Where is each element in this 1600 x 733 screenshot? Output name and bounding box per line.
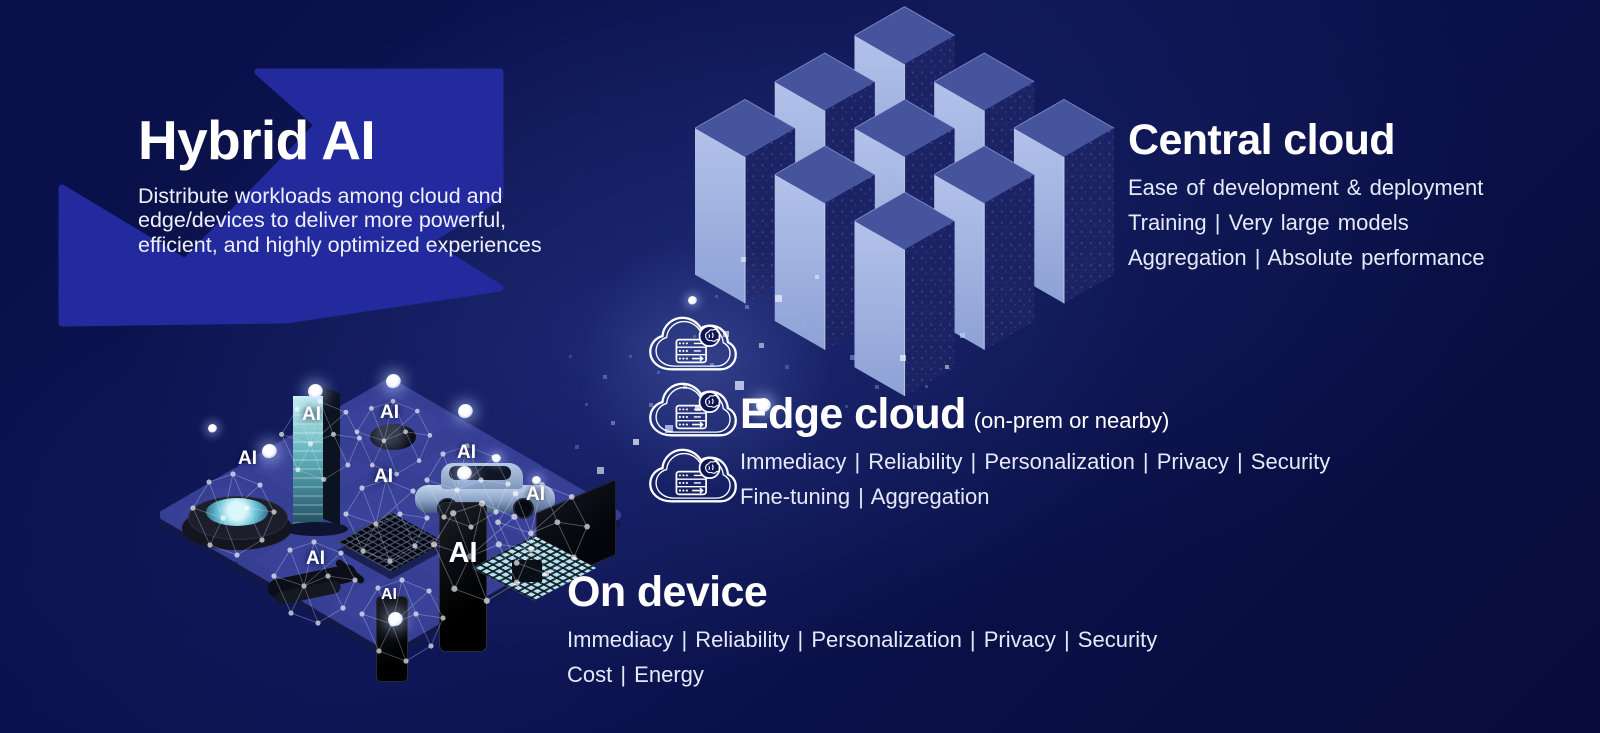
central-cloud-benefits: Ease of development & deployment Trainin… <box>1128 177 1485 269</box>
ai-label: AI <box>380 402 399 423</box>
ai-label: AI <box>238 448 257 469</box>
ai-label: AI <box>306 548 325 569</box>
vacuum-glow <box>206 498 268 526</box>
glow-orb <box>308 384 323 399</box>
device-earbuds <box>370 424 416 450</box>
tower-base <box>284 522 348 536</box>
glow-orb <box>386 374 401 389</box>
benefit-line: Cost | Energy <box>567 662 704 688</box>
edge-cloud-qualifier: (on-prem or nearby) <box>973 408 1170 433</box>
glow-orb <box>457 466 472 481</box>
laptop-trackpad <box>512 560 542 582</box>
edge-cloud-icon <box>645 312 741 376</box>
edge-cloud-icon <box>645 444 741 508</box>
on-device-title: On device <box>567 568 768 616</box>
edge-cloud-title-text: Edge cloud <box>740 390 966 438</box>
hybrid-description: Distribute workloads among cloud and edg… <box>138 183 542 257</box>
edge-cloud-icon <box>645 378 741 442</box>
central-cloud-section: Central cloud Ease of development & depl… <box>1128 116 1485 282</box>
edge-cloud-title: Edge cloud (on-prem or nearby) <box>740 390 1330 438</box>
on-device-section: On device Immediacy | Reliability | Pers… <box>567 568 1157 699</box>
page-title: Hybrid AI <box>138 109 376 171</box>
device-phone <box>376 596 408 682</box>
glow-orb <box>756 398 771 413</box>
ai-label: AI <box>457 442 476 463</box>
car-cabin <box>441 463 523 489</box>
ai-label: AI <box>374 466 393 487</box>
glow-orb <box>492 454 501 463</box>
benefit-line: Immediacy | Reliability | Personalizatio… <box>567 627 1158 653</box>
glow-orb <box>388 612 403 627</box>
ai-label: AI <box>381 586 397 603</box>
benefit-line: Ease of development & deployment <box>1128 175 1484 201</box>
ai-label: AI <box>302 404 321 425</box>
benefit-line: Immediacy | Reliability | Personalizatio… <box>740 449 1331 475</box>
double-arrow-graphic <box>58 68 504 327</box>
glow-orb <box>262 444 277 459</box>
device-ai-chip <box>336 498 446 580</box>
central-cloud-title: Central cloud <box>1128 116 1396 164</box>
glow-orb <box>532 476 541 485</box>
glow-orb <box>458 404 473 419</box>
benefit-line: Aggregation | Absolute performance <box>1128 245 1485 271</box>
device-laptop <box>471 479 616 601</box>
edge-cloud-section: Edge cloud (on-prem or nearby) Immediacy … <box>740 390 1330 521</box>
hybrid-ai-section: Hybrid AI Distribute workloads among clo… <box>138 109 553 257</box>
on-device-benefits: Immediacy | Reliability | Personalizatio… <box>567 629 1157 686</box>
ai-label: AI <box>448 537 478 569</box>
device-robot-vacuum <box>182 490 292 550</box>
device-grid-illustration: AI AI AI AI AI AI <box>160 372 640 712</box>
glow-orb <box>208 424 217 433</box>
glow-orb <box>688 296 697 305</box>
edge-cloud-benefits: Immediacy | Reliability | Personalizatio… <box>740 451 1330 508</box>
benefit-line: Fine-tuning | Aggregation <box>740 484 990 510</box>
ai-label: AI <box>526 484 545 505</box>
benefit-line: Training | Very large models <box>1128 210 1409 236</box>
device-smartphone: AI <box>439 502 487 652</box>
